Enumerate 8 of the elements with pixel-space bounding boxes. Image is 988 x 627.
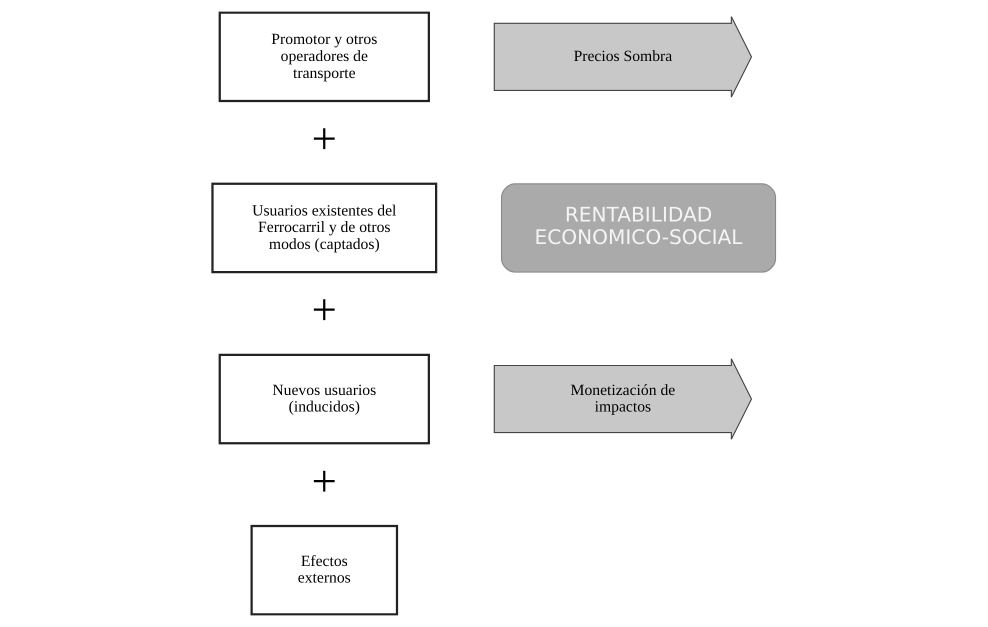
- label: +: [312, 284, 337, 335]
- node-box: Nuevos usuarios (inducidos): [218, 354, 430, 444]
- node-box: Efectos externos: [250, 524, 398, 616]
- node-box: Promotor y otros operadores de transporte: [218, 12, 430, 102]
- node-box: RENTABILIDAD ECONOMICO-SOCIAL: [501, 183, 776, 273]
- node-box: Usuarios existentes del Ferrocarril y de otros modos (captados): [211, 182, 438, 274]
- label: +: [312, 456, 337, 506]
- label: +: [312, 114, 337, 164]
